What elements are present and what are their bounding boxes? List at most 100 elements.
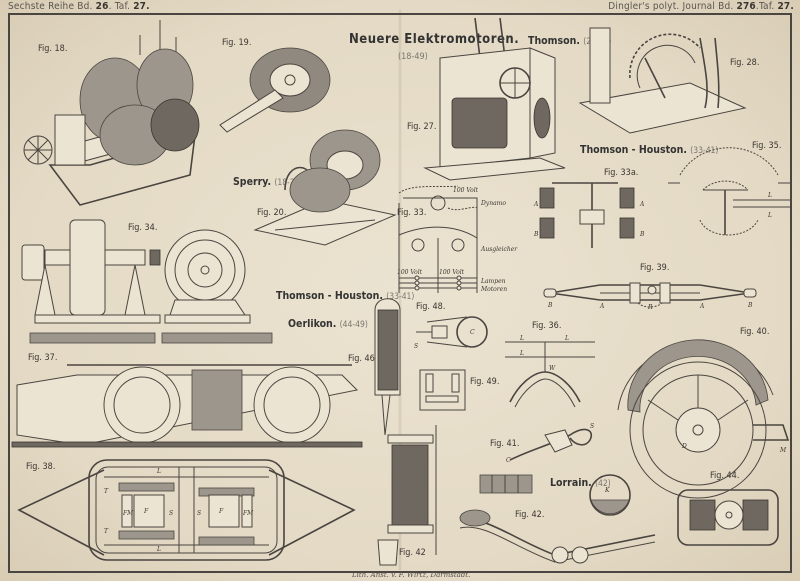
label-b: B [639,231,645,238]
fig-19-drawing [219,47,331,133]
plate-prefix: . Taf. [108,1,131,12]
fig-28-drawing [578,27,747,134]
label-l: L [564,335,569,342]
fig-38-drawing: F F FM FM L L T T S S [17,459,356,561]
fig-41-base-drawing [479,474,533,494]
fig-47-drawing [377,425,437,566]
label-b: B [547,302,553,309]
fig-33-drawing: 100 Volt Dynamo Ausgleicher 100 Volt 100… [397,185,518,293]
fig-20-drawing [253,129,397,246]
label-l: L [767,192,772,199]
fig-18-label: Fig. 18. [38,44,68,54]
journal-volume: 276 [736,1,756,12]
label-t: T [104,528,109,535]
label-100-volt-left: 100 Volt [397,269,423,276]
section-lorrain: Lorrain. (42) [550,477,611,489]
label-m: M [779,447,787,454]
section-thomson-houston-left: Thomson - Houston. (33-41) [276,290,414,302]
label-l: L [156,468,161,475]
label-b: B [747,302,753,309]
header-left: Sechste Reihe Bd. 26. Taf. 27. [8,1,150,12]
fig-44-drawing [677,489,779,546]
fig-33-label: Fig. 33. [397,208,427,218]
fig-39-label: Fig. 39. [640,263,670,273]
fig-46-label: Fig. 46. [348,354,378,364]
volume-number: 26 [95,1,109,12]
label-a: A [699,303,705,310]
label-a: A [599,303,605,310]
label-dynamo: Dynamo [480,200,506,207]
fig-20-label: Fig. 20. [257,208,287,218]
journal-label: Dingler's polyt. Journal Bd. [608,1,734,12]
fig-19-label: Fig. 19. [222,38,252,48]
fig-41-label: Fig. 41. [490,439,520,449]
label-k: K [604,487,610,494]
label-s: S [414,343,418,350]
fig-37-label: Fig. 37. [28,353,58,363]
page-fold [398,10,402,570]
fig-48-drawing: C S [414,316,488,350]
plate-title: Neuere Elektromotoren. [349,32,520,47]
fig-27-label: Fig. 27. [407,122,437,132]
label-fm: FM [242,510,254,517]
fig-33a-label: Fig. 33a. [604,168,639,178]
fig-35-drawing: L L [668,147,790,236]
label-fm: FM [122,510,134,517]
fig-34-label: Fig. 34. [128,223,158,233]
fig-36-label: Fig. 36. [532,321,562,331]
section-name: Sperry. [233,176,272,188]
section-name: Thomson. [528,35,580,47]
section-oerlikon: Oerlikon. (44-49) [288,318,368,330]
section-name: Thomson - Houston. [580,144,687,156]
fig-39-drawing: B B A A R [543,282,757,311]
plate-subtitle: (18-49) [398,52,428,62]
label-l: L [156,546,161,553]
fig-41-drawing: S C [506,423,594,464]
fig-42-drawing: K [459,474,656,564]
plate-prefix: .Taf. [755,1,775,12]
label-w: W [549,365,556,372]
label-a: A [639,201,645,208]
journal-plate: 27. [777,1,794,12]
fig-18-drawing [23,20,200,206]
fig-38-label: Fig. 38. [26,462,56,472]
label-c: C [470,329,475,336]
section-name: Thomson - Houston. [276,290,383,302]
label-lampen: Lampen [480,278,506,285]
header-right: Dingler's polyt. Journal Bd. 276.Taf. 27… [608,1,794,12]
label-r: R [647,304,653,311]
label-s: S [169,510,173,517]
series-label: Sechste Reihe Bd. [8,1,93,12]
label-l: L [767,212,772,219]
label-f: F [143,508,149,515]
section-name: Lorrain. [550,477,592,489]
fig-46-drawing [374,298,401,436]
section-name: Oerlikon. [288,318,337,330]
fig-44-label: Fig. 44. [710,471,740,481]
fig-42-label: Fig. 42. [515,510,545,520]
plate-number: 27. [133,1,150,12]
label-100-volt-top: 100 Volt [453,187,479,194]
section-range: (33-41) [386,292,415,302]
section-range: (33-41) [690,146,719,156]
label-s: S [590,423,594,430]
label-100-volt-right: 100 Volt [439,269,465,276]
label-motoren: Motoren [480,286,507,293]
label-b: B [533,231,539,238]
fig-49-label: Fig. 49. [470,377,500,387]
fig-49-drawing [419,369,466,411]
fig-33a-drawing: A A B B [533,182,645,248]
fig-37-drawing [11,364,363,448]
plate-frame [8,13,792,573]
fig-48-label: Fig. 48. [416,302,446,312]
fig-40-label: Fig. 40. [740,327,770,337]
section-sperry: Sperry. (18-20) [233,176,303,188]
label-a: A [533,201,539,208]
label-t: T [104,488,109,495]
section-range: (44-49) [339,320,368,330]
section-thomson-houston-right: Thomson - Houston. (33-41) [580,144,718,156]
label-f: F [218,508,224,515]
fig-40-drawing: M D [617,339,790,499]
label-c: C [506,457,511,464]
label-d: D [681,443,687,450]
